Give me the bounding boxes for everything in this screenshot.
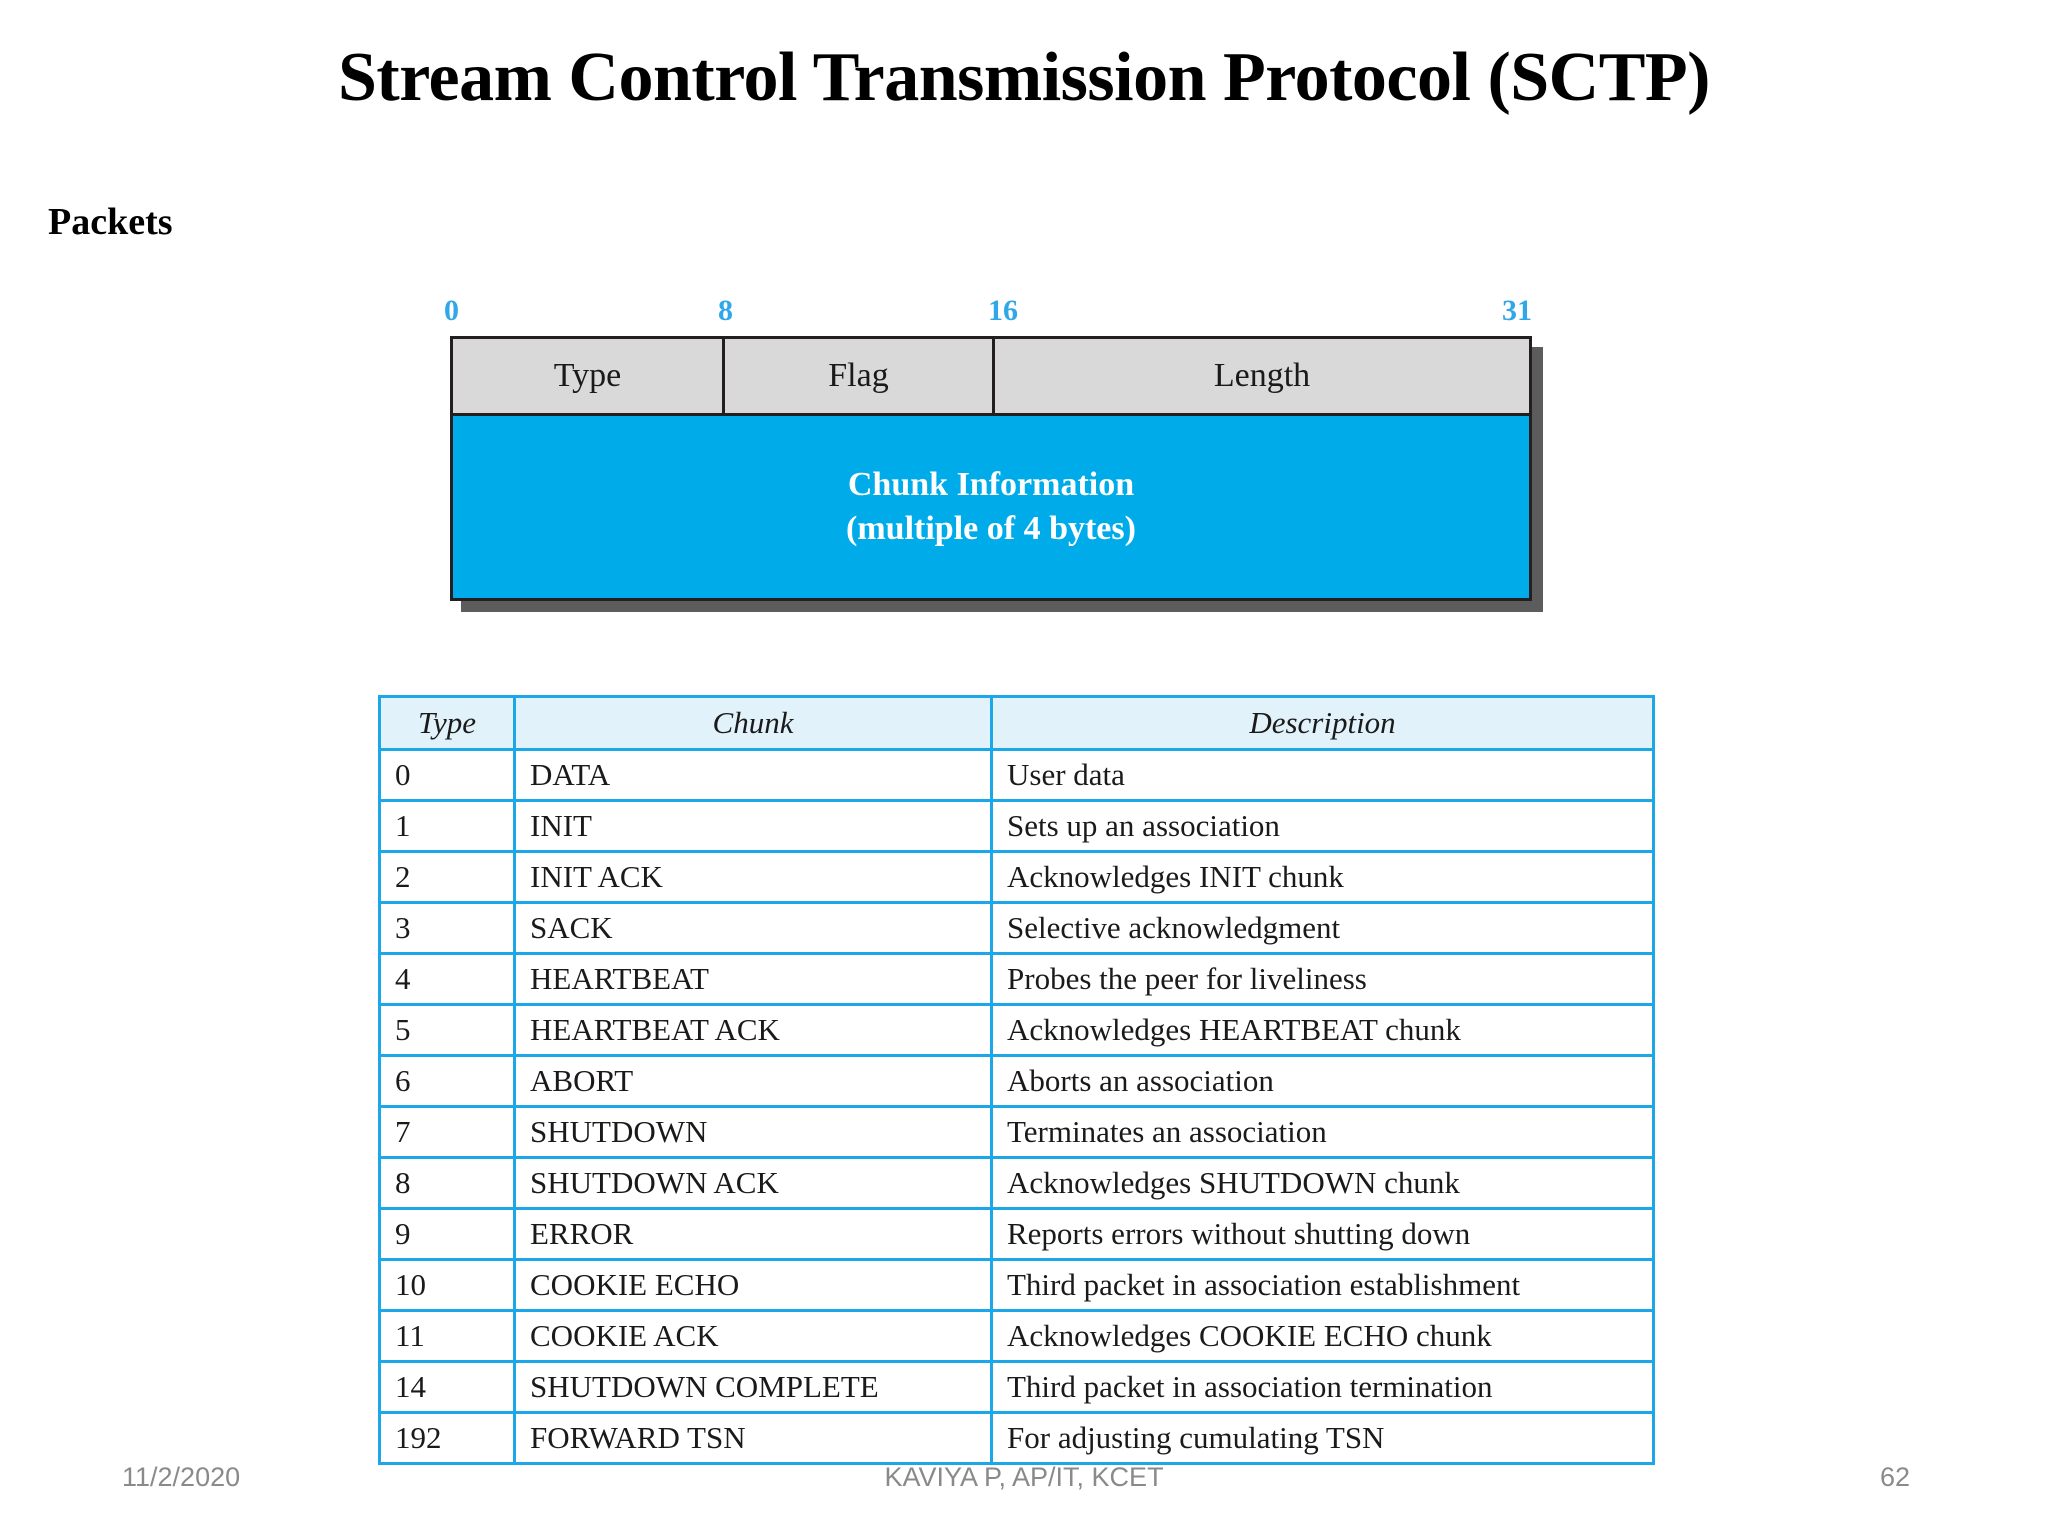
cell-chunk: ABORT xyxy=(513,1054,993,1108)
cell-type: 7 xyxy=(378,1105,516,1159)
bit-label-8: 8 xyxy=(718,294,733,327)
packet-field-chunk-information: Chunk Information (multiple of 4 bytes) xyxy=(450,413,1532,601)
cell-chunk: SACK xyxy=(513,901,993,955)
cell-description: Third packet in association establishmen… xyxy=(990,1258,1655,1312)
cell-description: Aborts an association xyxy=(990,1054,1655,1108)
cell-chunk: FORWARD TSN xyxy=(513,1411,993,1465)
cell-description: Third packet in association termination xyxy=(990,1360,1655,1414)
cell-description: Acknowledges SHUTDOWN chunk xyxy=(990,1156,1655,1210)
cell-description: Terminates an association xyxy=(990,1105,1655,1159)
cell-type: 192 xyxy=(378,1411,516,1465)
section-heading-packets: Packets xyxy=(48,201,173,243)
cell-description: User data xyxy=(990,748,1655,802)
bit-label-16: 16 xyxy=(988,294,1018,327)
packet-box: Type Flag Length Chunk Information (mult… xyxy=(450,336,1532,601)
packet-header-fields: Type Flag Length xyxy=(450,336,1532,413)
cell-type: 10 xyxy=(378,1258,516,1312)
cell-type: 5 xyxy=(378,1003,516,1057)
footer-date: 11/2/2020 xyxy=(122,1462,241,1492)
cell-description: Acknowledges COOKIE ECHO chunk xyxy=(990,1309,1655,1363)
column-header-type: Type xyxy=(378,695,516,751)
cell-type: 0 xyxy=(378,748,516,802)
bit-position-ruler: 0 8 16 31 xyxy=(444,294,1532,336)
cell-chunk: INIT ACK xyxy=(513,850,993,904)
cell-description: Selective acknowledgment xyxy=(990,901,1655,955)
cell-chunk: HEARTBEAT ACK xyxy=(513,1003,993,1057)
chunk-information-label: Chunk Information xyxy=(847,466,1135,504)
footer-author: KAVIYA P, AP/IT, KCET xyxy=(884,1462,1164,1492)
packet-field-type: Type xyxy=(453,339,725,413)
chunk-information-sublabel: (multiple of 4 bytes) xyxy=(846,510,1136,547)
cell-type: 8 xyxy=(378,1156,516,1210)
cell-type: 9 xyxy=(378,1207,516,1261)
cell-type: 1 xyxy=(378,799,516,853)
cell-chunk: SHUTDOWN COMPLETE xyxy=(513,1360,993,1414)
cell-chunk: ERROR xyxy=(513,1207,993,1261)
cell-description: For adjusting cumulating TSN xyxy=(990,1411,1655,1465)
bit-label-0: 0 xyxy=(444,294,459,327)
column-header-description: Description xyxy=(990,695,1655,751)
cell-chunk: SHUTDOWN ACK xyxy=(513,1156,993,1210)
table-header-row: Type Chunk Description xyxy=(378,695,1655,751)
cell-chunk: HEARTBEAT xyxy=(513,952,993,1006)
bit-label-31: 31 xyxy=(1502,294,1532,327)
packet-field-flag: Flag xyxy=(725,339,995,413)
footer-page-number: 62 xyxy=(1880,1462,1911,1492)
cell-type: 11 xyxy=(378,1309,516,1363)
page-title: Stream Control Transmission Protocol (SC… xyxy=(337,39,1711,116)
packet-format-diagram: 0 8 16 31 Type Flag Length Chunk Informa… xyxy=(444,294,1532,601)
cell-description: Sets up an association xyxy=(990,799,1655,853)
cell-description: Reports errors without shutting down xyxy=(990,1207,1655,1261)
cell-description: Probes the peer for liveliness xyxy=(990,952,1655,1006)
cell-type: 6 xyxy=(378,1054,516,1108)
column-header-chunk: Chunk xyxy=(513,695,993,751)
cell-type: 4 xyxy=(378,952,516,1006)
cell-chunk: SHUTDOWN xyxy=(513,1105,993,1159)
cell-chunk: COOKIE ACK xyxy=(513,1309,993,1363)
packet-field-length: Length xyxy=(1213,357,1311,394)
cell-chunk: INIT xyxy=(513,799,993,853)
cell-type: 2 xyxy=(378,850,516,904)
cell-description: Acknowledges INIT chunk xyxy=(990,850,1655,904)
cell-type: 14 xyxy=(378,1360,516,1414)
slide-footer: 11/2/2020 KAVIYA P, AP/IT, KCET 62 xyxy=(0,1462,2048,1502)
cell-chunk: DATA xyxy=(513,748,993,802)
cell-type: 3 xyxy=(378,901,516,955)
cell-description: Acknowledges HEARTBEAT chunk xyxy=(990,1003,1655,1057)
cell-chunk: COOKIE ECHO xyxy=(513,1258,993,1312)
